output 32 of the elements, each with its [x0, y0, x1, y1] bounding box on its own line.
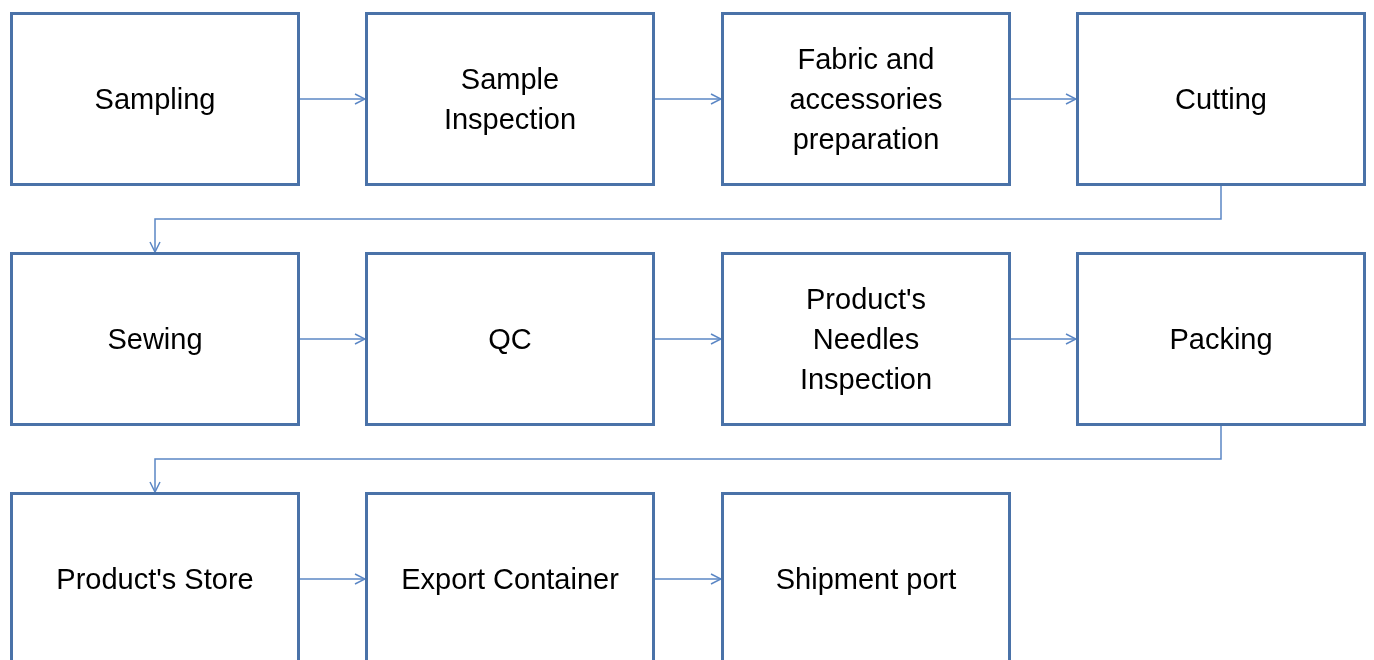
arrow [149, 425, 1222, 493]
process-box [10, 252, 300, 426]
arrow [299, 93, 366, 105]
step-label: Fabric and accessories preparation [788, 42, 944, 157]
process-box [721, 492, 1011, 660]
step-label: Product's Store [56, 562, 254, 597]
step-label: Product's Needles Inspection [798, 282, 934, 397]
process-box [365, 12, 655, 186]
process-box [721, 252, 1011, 426]
process-box [365, 492, 655, 660]
arrow [654, 333, 722, 345]
arrow [1010, 93, 1077, 105]
process-box [10, 12, 300, 186]
process-box [721, 12, 1011, 186]
step-label: Shipment port [775, 562, 957, 597]
process-box [365, 252, 655, 426]
process-box [1076, 252, 1366, 426]
step-label: Sewing [107, 322, 203, 357]
arrow [1010, 333, 1077, 345]
arrow [654, 93, 722, 105]
step-label: Export Container [401, 562, 619, 597]
step-label: Sampling [94, 82, 216, 117]
step-label: Cutting [1175, 82, 1267, 117]
step-label: Packing [1169, 322, 1273, 357]
arrow [654, 573, 722, 585]
step-label: Sample Inspection [442, 62, 578, 137]
process-box [1076, 12, 1366, 186]
process-box [10, 492, 300, 660]
arrow [299, 573, 366, 585]
arrow [149, 185, 1222, 253]
step-label: QC [488, 322, 532, 357]
arrow [299, 333, 366, 345]
